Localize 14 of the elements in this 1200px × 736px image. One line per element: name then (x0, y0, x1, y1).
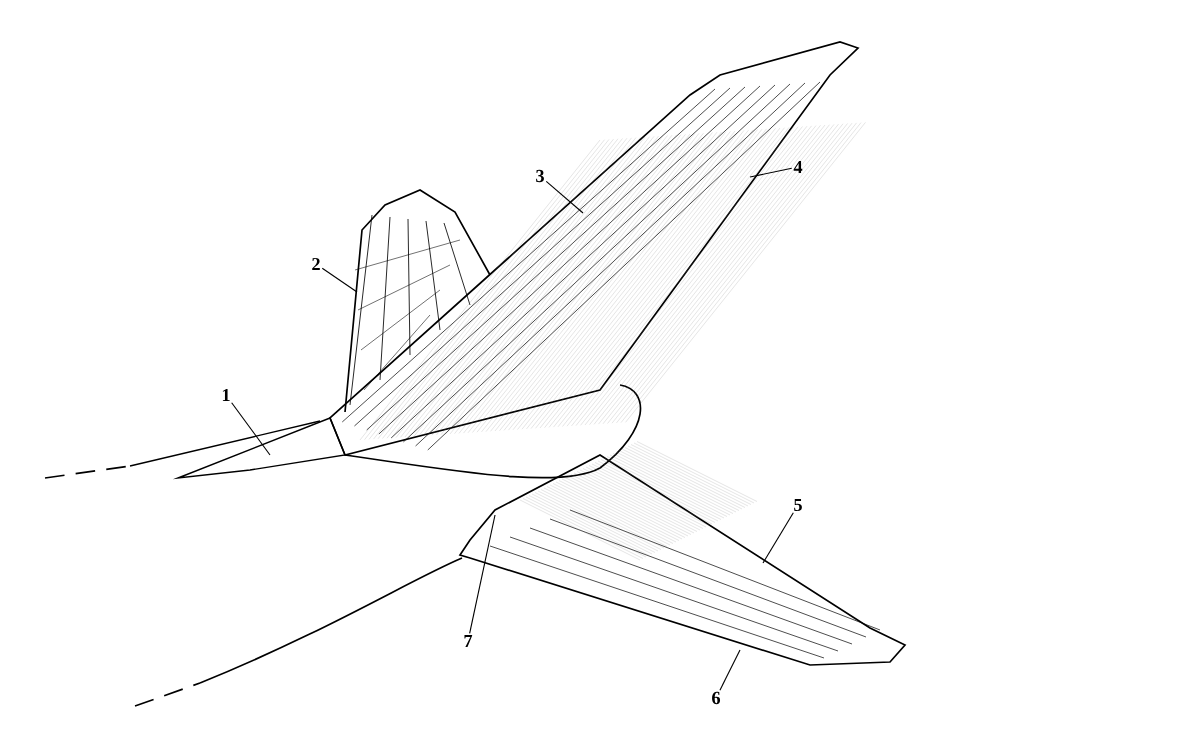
callout-number: 1 (222, 388, 230, 402)
leader-line (231, 402, 271, 456)
leader-line (762, 512, 794, 564)
callout-number: 2 (312, 257, 320, 271)
callout-number: 5 (794, 498, 802, 512)
leader-line (749, 167, 793, 178)
callout-number: 7 (464, 635, 473, 647)
leader-line (321, 267, 358, 293)
leader-line (545, 180, 584, 214)
callout-number: 3 (536, 169, 544, 183)
callout-number: 4 (793, 160, 803, 173)
leader-line (469, 514, 496, 634)
callout-number: 6 (712, 691, 721, 705)
leader-line (719, 649, 741, 691)
